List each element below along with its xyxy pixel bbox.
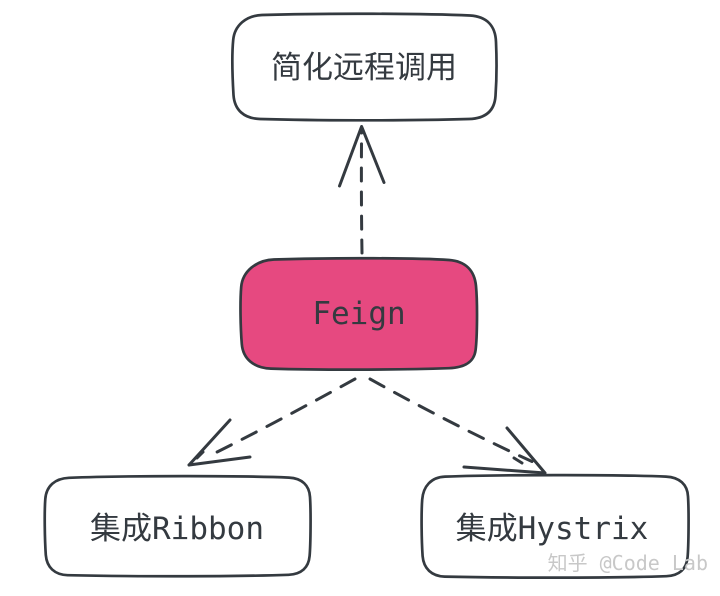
watermark: 知乎 @Code Lab <box>548 551 708 575</box>
node-feign-box <box>239 256 479 371</box>
node-feign-label: Feign <box>312 296 405 332</box>
arrow-shaft <box>359 129 364 255</box>
node-hystrix-box <box>420 473 690 579</box>
arrowhead-down-right-icon <box>462 426 547 475</box>
node-simplify-remote-call-box <box>231 12 498 122</box>
node-hystrix-label: 集成Hystrix <box>456 511 649 547</box>
arrow-feign-to-hystrix <box>368 377 547 475</box>
node-ribbon-box <box>43 474 312 578</box>
arrow-shaft <box>205 377 357 459</box>
node-simplify-remote-call-label: 简化远程调用 <box>271 50 457 86</box>
arrowhead-down-left-icon <box>187 418 252 467</box>
arrow-feign-to-ribbon <box>187 377 357 467</box>
arrow-shaft <box>368 377 534 463</box>
diagram-strokes: 简化远程调用 Feign 集成Ribbon 集成Hystrix 知乎 @Code… <box>43 12 708 579</box>
arrowhead-up-icon <box>338 125 386 188</box>
arrow-feign-to-simplify <box>338 125 386 255</box>
node-ribbon-label: 集成Ribbon <box>90 511 264 547</box>
